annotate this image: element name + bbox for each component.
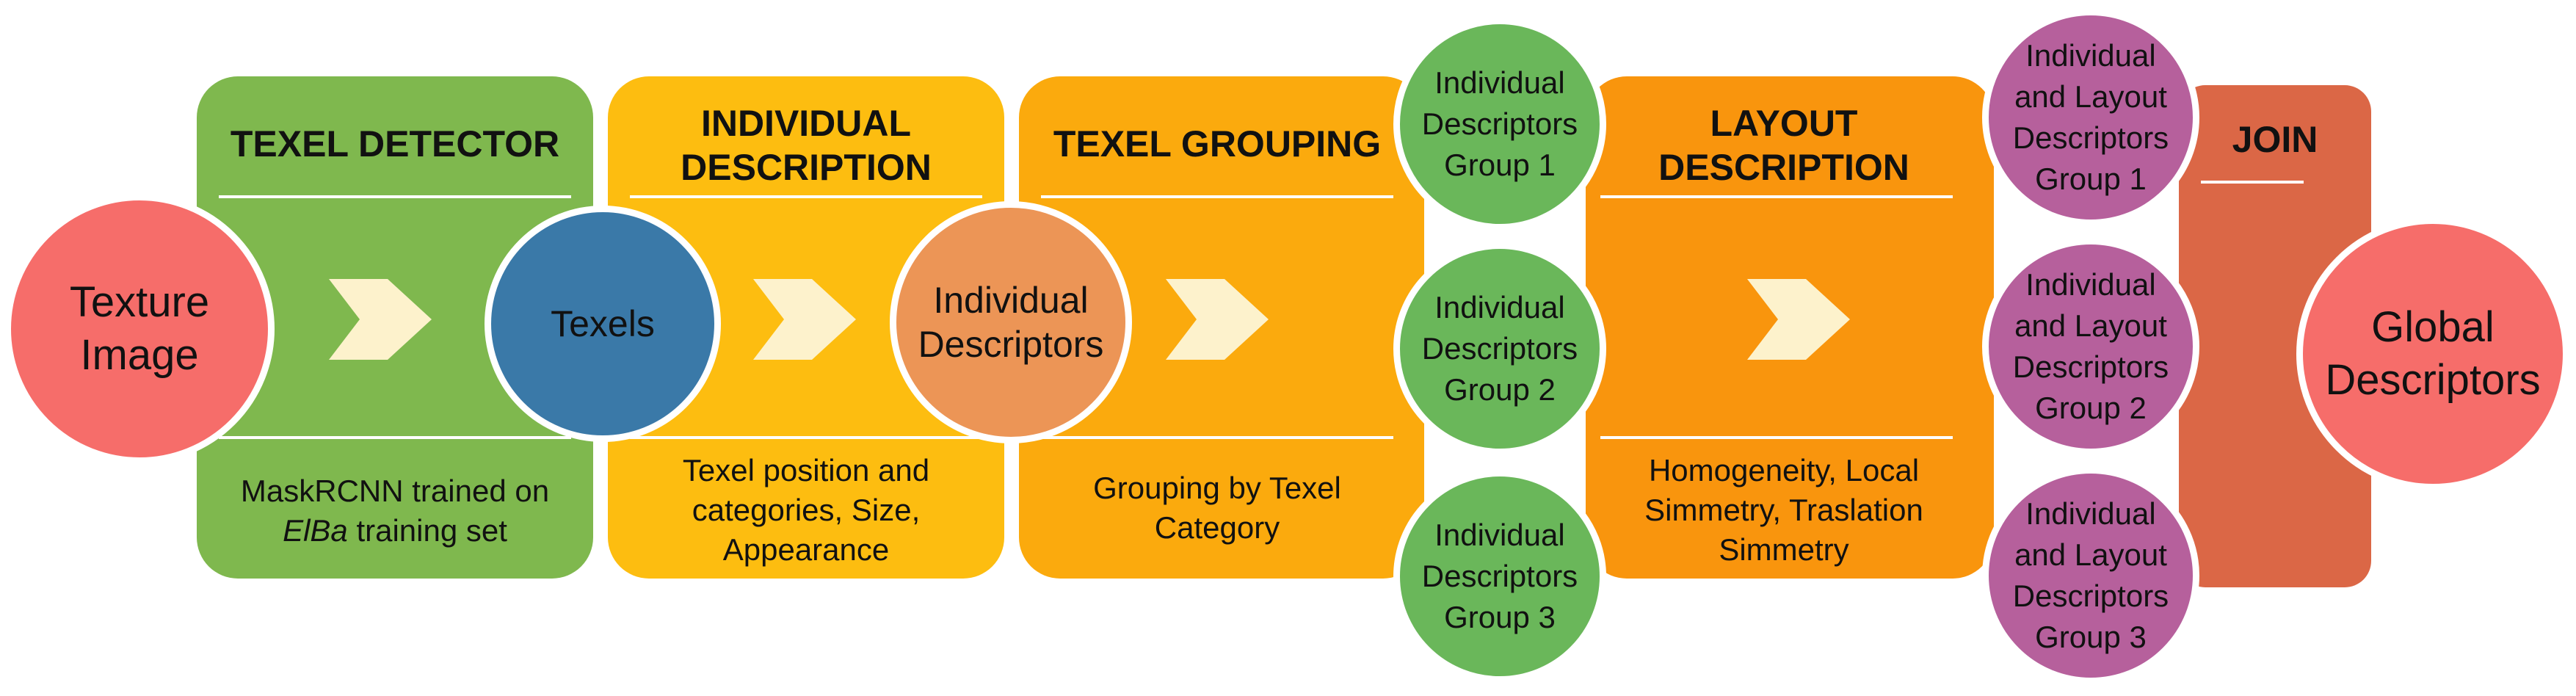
texel-detector-title: TEXEL DETECTOR [230, 123, 560, 164]
group-1-node: Individual Descriptors Group 1 [1393, 18, 1606, 231]
layout-description-description: Homogeneity, Local Simmetry, Traslation … [1644, 453, 1923, 567]
individual-description-description: Texel position and categories, Size, App… [682, 453, 930, 567]
chevron-arrow-icon [1747, 279, 1850, 360]
layout-group-3-node: Individual and Layout Descriptors Group … [1982, 467, 2199, 684]
texels-node: Texels [485, 206, 721, 442]
texel-grouping-divider-bottom [1041, 436, 1393, 439]
individual-description-title: INDIVIDUAL DESCRIPTION [681, 103, 932, 188]
global-descriptors-node: Global Descriptors [2296, 217, 2569, 490]
layout-group-2-node: Individual and Layout Descriptors Group … [1982, 238, 2199, 455]
individual-descriptors-label: Individual Descriptors [918, 280, 1104, 365]
texel-detector-divider-top [219, 195, 571, 198]
layout-group-1-node: Individual and Layout Descriptors Group … [1982, 9, 2199, 226]
chevron-arrow-icon [753, 279, 856, 360]
layout-group-1-label: Individual and Layout Descriptors Group … [2012, 38, 2169, 196]
layout-group-2-label: Individual and Layout Descriptors Group … [2012, 267, 2169, 425]
layout-description-divider-bottom [1600, 436, 1953, 439]
individual-description-divider-bottom [630, 436, 982, 439]
individual-description-divider-top [630, 195, 982, 198]
texel-detector-desc-dataset: ElBa [283, 513, 348, 548]
chevron-arrow-icon [329, 279, 432, 360]
texel-grouping-divider-top [1041, 195, 1393, 198]
texel-detector-desc-line2: training set [347, 513, 507, 548]
texel-detector-description: MaskRCNN trained on ElBa training set [197, 471, 593, 551]
global-descriptors-label: Global Descriptors [2325, 303, 2541, 404]
join-divider [2201, 181, 2304, 184]
group-3-node: Individual Descriptors Group 3 [1393, 470, 1606, 683]
join-title: JOIN [2232, 119, 2318, 160]
texel-detector-desc-line1: MaskRCNN trained on [240, 474, 550, 508]
chevron-arrow-icon [1166, 279, 1269, 360]
texels-label: Texels [551, 303, 655, 344]
texel-grouping-title: TEXEL GROUPING [1053, 123, 1382, 164]
texture-image-label: Texture Image [69, 278, 210, 379]
layout-description-title: LAYOUT DESCRIPTION [1658, 103, 1909, 188]
group-1-label: Individual Descriptors Group 1 [1421, 65, 1578, 182]
group-3-label: Individual Descriptors Group 3 [1421, 518, 1578, 634]
layout-group-3-label: Individual and Layout Descriptors Group … [2012, 496, 2169, 654]
individual-descriptors-node: Individual Descriptors [890, 201, 1132, 443]
texel-detector-divider-bottom [219, 436, 571, 439]
group-2-label: Individual Descriptors Group 2 [1421, 290, 1578, 407]
texture-image-node: Texture Image [4, 194, 275, 464]
texel-grouping-description: Grouping by Texel Category [1093, 471, 1341, 545]
layout-description-divider-top [1600, 195, 1953, 198]
group-2-node: Individual Descriptors Group 2 [1393, 242, 1606, 455]
